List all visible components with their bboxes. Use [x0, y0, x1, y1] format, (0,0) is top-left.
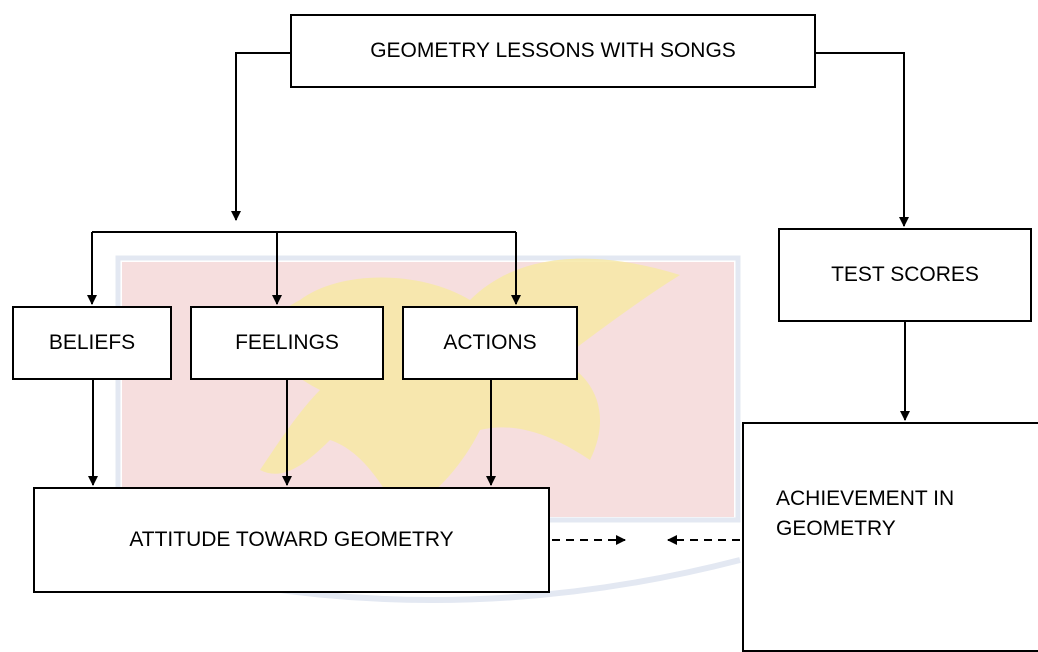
watermark-shield-outline	[115, 255, 741, 523]
node-geometry-lessons-with-songs: GEOMETRY LESSONS WITH SONGS	[290, 14, 816, 88]
node-label-line-1: ACHIEVEMENT IN	[776, 487, 955, 510]
node-test-scores: TEST SCORES	[778, 228, 1032, 322]
node-achievement-in-geometry: ACHIEVEMENT IN GEOMETRY	[742, 422, 1038, 652]
node-feelings: FEELINGS	[190, 306, 384, 380]
diagram-canvas: GEOMETRY LESSONS WITH SONGS BELIEFS FEEL…	[12, 14, 1038, 652]
node-attitude-toward-geometry: ATTITUDE TOWARD GEOMETRY	[33, 487, 550, 593]
edge-lessons-to-test-scores	[816, 52, 909, 227]
edge-lessons-to-bar	[231, 52, 290, 221]
node-beliefs: BELIEFS	[12, 306, 172, 380]
node-label: ATTITUDE TOWARD GEOMETRY	[129, 527, 454, 551]
node-label-group: ACHIEVEMENT IN GEOMETRY	[776, 484, 954, 545]
node-label: TEST SCORES	[831, 262, 979, 286]
node-label: FEELINGS	[235, 330, 339, 354]
node-label: BELIEFS	[48, 330, 136, 354]
node-label: ACTIONS	[443, 330, 537, 354]
node-actions: ACTIONS	[402, 306, 578, 380]
node-label-line-2: GEOMETRY	[776, 517, 896, 541]
node-label: GEOMETRY LESSONS WITH SONGS	[370, 38, 736, 62]
edge-layer	[87, 52, 910, 545]
